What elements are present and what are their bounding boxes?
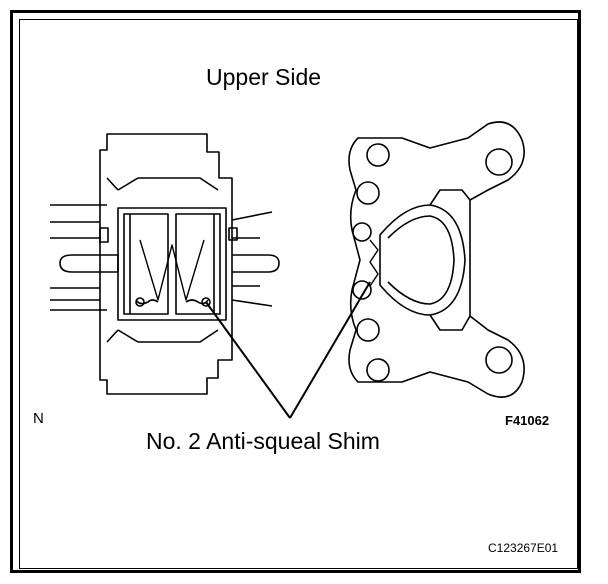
upper-side-label: Upper Side	[206, 64, 322, 90]
catalog-code-label: C123267E01	[488, 541, 559, 555]
part-callout-label: No. 2 Anti-squeal Shim	[146, 428, 380, 454]
caliper-body-left	[99, 133, 233, 395]
caliper-bracket-right	[348, 121, 525, 398]
guide-pins	[50, 204, 280, 311]
brake-pads-left	[117, 207, 227, 321]
direction-label: N	[33, 410, 44, 427]
figure-id-label: F41062	[505, 413, 550, 428]
diagram-panel	[19, 19, 578, 569]
callout-leader-lines	[205, 281, 371, 419]
outer-border	[10, 10, 581, 573]
